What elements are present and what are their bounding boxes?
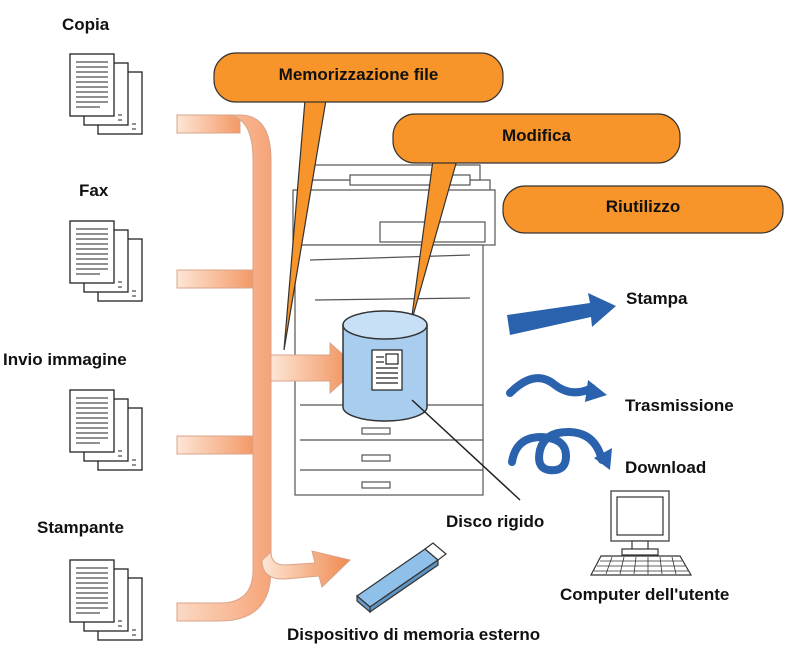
- transmission-arrow-icon: [506, 374, 596, 397]
- edit-callout: [392, 113, 681, 324]
- hard-disk-label: Disco rigido: [446, 512, 545, 531]
- image-send-label: Invio immagine: [3, 350, 127, 369]
- print-label: Stampa: [626, 289, 688, 308]
- transmission-arrowhead-icon: [585, 380, 607, 402]
- fax-document-stack-icon: [69, 220, 143, 302]
- download-arrowhead-icon: [594, 448, 612, 470]
- hard-disk-icon: [342, 310, 521, 501]
- copy-document-stack-icon: [69, 53, 143, 135]
- edit-callout-label: Modifica: [502, 126, 571, 145]
- reuse-callout: [502, 185, 784, 234]
- download-arrow-icon: [508, 427, 606, 475]
- file-storage-callout: [213, 52, 504, 351]
- copy-label: Copia: [62, 15, 110, 34]
- fax-label: Fax: [79, 181, 109, 200]
- printer-document-stack-icon: [69, 559, 143, 641]
- image-send-document-stack-icon: [69, 389, 143, 471]
- printer-label: Stampante: [37, 518, 124, 537]
- download-label: Download: [625, 458, 707, 477]
- computer-icon: [590, 490, 693, 576]
- reuse-callout-label: Riutilizzo: [605, 197, 681, 216]
- external-memory-label: Dispositivo di memoria esterno: [287, 625, 541, 644]
- transmission-label: Trasmissione: [625, 396, 734, 415]
- usb-memory-icon: [356, 542, 447, 614]
- print-arrow-icon: [507, 293, 616, 335]
- input-bus-connector: [176, 114, 359, 622]
- user-computer-label: Computer dell'utente: [560, 585, 730, 604]
- file-storage-callout-label: Memorizzazione file: [278, 65, 439, 84]
